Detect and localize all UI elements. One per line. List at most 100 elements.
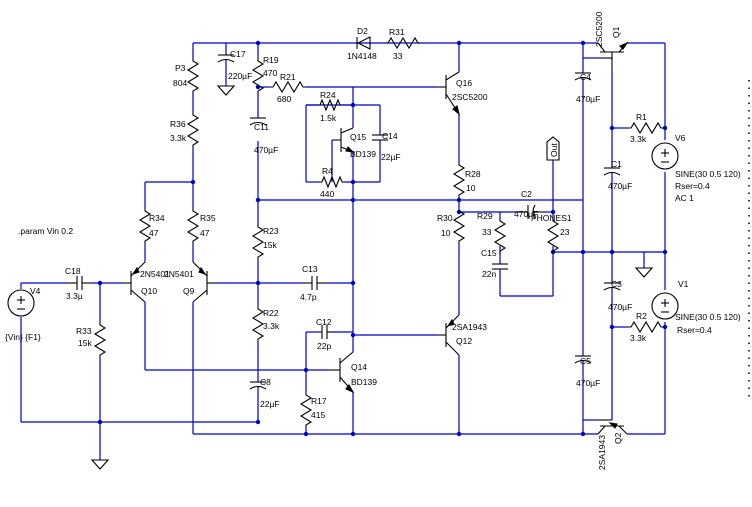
r22-ref: R22 (263, 308, 279, 318)
capacitor-c1: C1 470µF (603, 159, 632, 191)
r36-value: 3.3k (170, 133, 187, 143)
q15-ref: Q15 (350, 132, 366, 142)
r28-ref: R28 (465, 169, 481, 179)
resistor-r29: R29 33 (477, 211, 506, 255)
phones1-value: 23 (560, 227, 570, 237)
resistor-phones1: PHONES1 23 (531, 213, 572, 255)
p3-value: 804 (173, 78, 187, 88)
c15-value: 22n (482, 269, 496, 279)
resistor-r21: R21 680 (269, 72, 307, 104)
r4-value: 440 (320, 189, 334, 199)
c8-ref: C8 (260, 377, 271, 387)
resistor-r2: R2 3.3k (627, 311, 665, 343)
c3-ref: C3 (611, 279, 622, 289)
r33-value: 15k (78, 338, 92, 348)
c14-value: 22µF (381, 152, 401, 162)
r19-value: 470 (263, 68, 277, 78)
r29-ref: R29 (477, 211, 493, 221)
r1-ref: R1 (636, 112, 647, 122)
c1-value: 470µF (608, 181, 632, 191)
capacitor-c3: C3 470µF (603, 279, 632, 312)
q1-part: 2SC5200 (594, 11, 604, 47)
c15-ref: C15 (481, 248, 497, 258)
v4-ref: V4 (30, 286, 41, 296)
q16-ref: Q16 (456, 78, 472, 88)
resistor-r23: R23 15k (252, 223, 279, 261)
param-directive: .param Vin 0.2 (18, 226, 73, 236)
resistor-r28: R28 10 (453, 161, 481, 199)
r21-value: 680 (277, 94, 291, 104)
r17-ref: R17 (311, 396, 327, 406)
d2-part: 1N4148 (347, 51, 377, 61)
r30-ref: R30 (437, 213, 453, 223)
out-text: Out (549, 143, 559, 157)
capacitor-c11: C11 470µF (249, 117, 278, 155)
c4-ref: C4 (580, 72, 591, 82)
r23-ref: R23 (263, 226, 279, 236)
r24-ref: R24 (320, 90, 336, 100)
c14-ref: C14 (382, 131, 398, 141)
q12-part: 2SA1943 (452, 322, 487, 332)
r36-ref: R36 (170, 119, 186, 129)
capacitor-c4: C4 470µF (574, 72, 600, 104)
r31-value: 33 (393, 51, 403, 61)
transistor-q16: Q16 2SC5200 (438, 71, 488, 116)
resistor-r34: R34 47 (139, 207, 165, 245)
transistor-q15: Q15 BD139 (332, 127, 376, 159)
c12-ref: C12 (316, 317, 332, 327)
r2-ref: R2 (636, 311, 647, 321)
resistor-r17: R17 415 (300, 391, 327, 429)
q9-part: 2N5401 (164, 269, 194, 279)
r31-ref: R31 (389, 27, 405, 37)
capacitor-c2: C2 470µF (514, 189, 543, 220)
capacitor-c13: C13 4.7p (300, 264, 328, 302)
r23-value: 15k (263, 240, 277, 250)
r17-value: 415 (311, 410, 325, 420)
q14-part: BD139 (351, 377, 377, 387)
r35-ref: R35 (200, 213, 216, 223)
v4-value: {Vin} {F1} (5, 332, 41, 342)
resistor-r4: R4 440 (320, 166, 344, 199)
c13-value: 4.7p (300, 292, 317, 302)
r34-value: 47 (149, 228, 159, 238)
r19-ref: R19 (263, 55, 279, 65)
v1-ref: V1 (678, 279, 689, 289)
r1-value: 3.3k (630, 134, 647, 144)
c2-ref: C2 (521, 189, 532, 199)
resistor-r1: R1 3.3k (627, 112, 665, 144)
c17-ref: C17 (230, 49, 246, 59)
resistor-r24: R24 1.5k (318, 90, 342, 123)
q15-part: BD139 (350, 149, 376, 159)
ground-symbol (91, 459, 109, 470)
q2-ref: Q2 (613, 432, 623, 444)
c12-value: 22p (317, 341, 331, 351)
q10-ref: Q10 (141, 286, 157, 296)
r29-value: 33 (482, 227, 492, 237)
q14-ref: Q14 (351, 362, 367, 372)
source-v6: V6 SINE(30 0.5 120) Rser=0.4 AC 1 (651, 133, 741, 203)
q2-part: 2SA1943 (597, 435, 607, 470)
v1-line2: Rser=0.4 (677, 325, 712, 335)
c18-ref: C18 (65, 266, 81, 276)
r21-ref: R21 (280, 72, 296, 82)
d2-ref: D2 (357, 26, 368, 36)
c18-value: 3.3µ (66, 291, 83, 301)
r28-value: 10 (466, 183, 476, 193)
resistor-r19: R19 470 (252, 55, 279, 95)
resistor-r30: R30 10 (437, 207, 465, 245)
c11-ref: C11 (254, 122, 269, 132)
capacitor-c8: C8 22µF (249, 374, 280, 409)
c11-value: 470µF (254, 145, 278, 155)
resistor-p3: P3 804 (173, 57, 199, 95)
r30-value: 10 (441, 228, 451, 238)
phones1-ref: PHONES1 (531, 213, 572, 223)
capacitor-c14: C14 22µF (372, 131, 401, 162)
r24-value: 1.5k (320, 113, 337, 123)
transistor-q9: 2N5401 Q9 (164, 261, 214, 303)
r2-value: 3.3k (630, 333, 647, 343)
capacitor-c15: C15 22n (481, 248, 508, 281)
transistor-q1: 2SC5200 Q1 (594, 11, 629, 72)
c2-value: 470µF (514, 209, 538, 219)
capacitor-c18: C18 3.3µ (65, 266, 93, 301)
